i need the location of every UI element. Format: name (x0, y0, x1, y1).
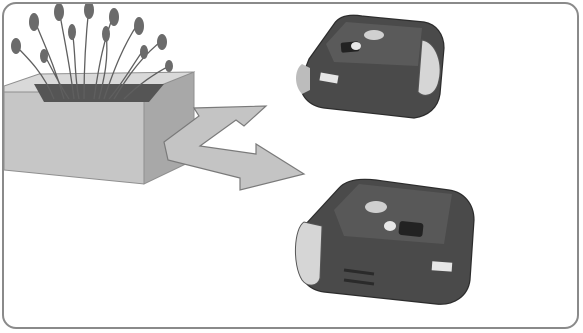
plant-flowers (11, 4, 173, 72)
robotic-mower-bottom (295, 179, 474, 304)
illustration-frame (2, 2, 579, 329)
planter-box (4, 72, 194, 184)
robotic-mower-top (296, 15, 444, 118)
illustration-canvas (4, 4, 579, 329)
